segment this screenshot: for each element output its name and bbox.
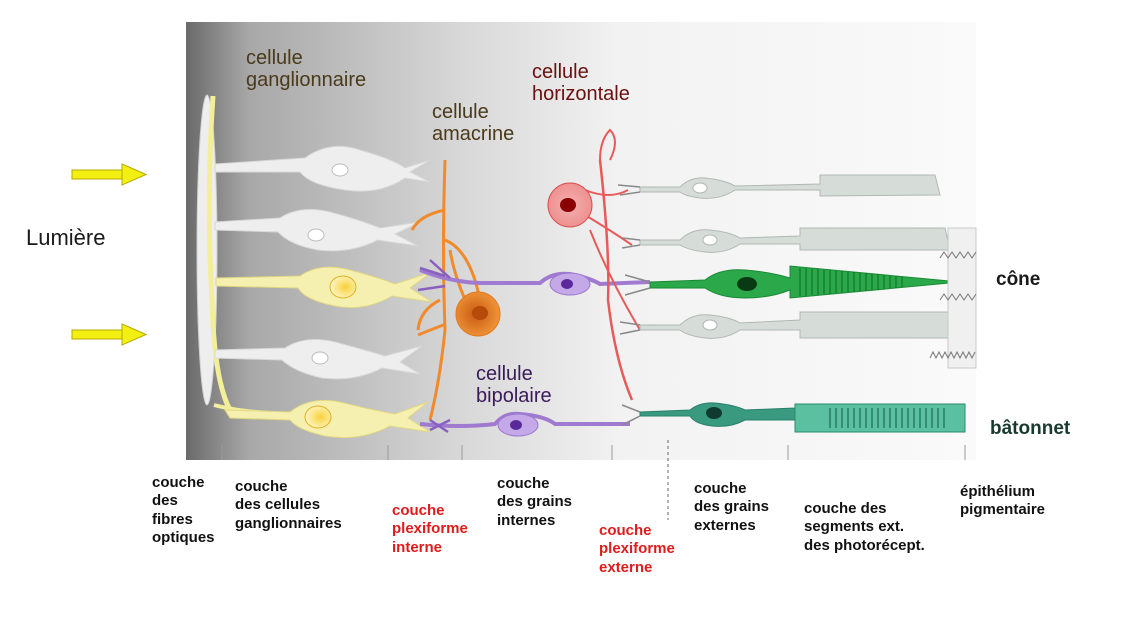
bipolar-cell-lower: [419, 411, 630, 437]
cone-active: [649, 265, 961, 299]
synapse-terminals: [617, 184, 651, 426]
light-label: Lumière: [26, 225, 106, 250]
pigment-epithelium: [929, 227, 977, 369]
rod-active: [639, 402, 966, 433]
cone-label: cône: [996, 269, 1041, 290]
rod-label: bâtonnet: [990, 418, 1071, 439]
bipolar-cell-upper: [417, 259, 651, 296]
light-arrow-top: [71, 163, 148, 186]
layer-label-outer-plexiform: couche plexiforme externe: [599, 522, 675, 576]
horizontal-cell: [547, 128, 641, 401]
ganglion-cell-inactive: [214, 145, 431, 192]
layer-label-inner-plexiform: couche plexiforme interne: [392, 502, 468, 556]
layer-label-pigment-epithelium: épithélium pigmentaire: [960, 483, 1046, 519]
ganglion-cell-active: [224, 399, 431, 439]
layer-label-outer-segments: couche des segments ext. des photorécept…: [804, 500, 925, 554]
layer-label-ganglion-cells: couche des cellules ganglionnaires: [235, 478, 342, 532]
bipolar-cell-label: cellule bipolaire: [476, 363, 552, 408]
horizontal-cell-label: cellule horizontale: [532, 61, 630, 106]
layer-label-inner-nuclear: couche des grains internes: [497, 475, 573, 529]
amacrine-cell-label: cellule amacrine: [432, 101, 515, 146]
bipolar-cells: [417, 259, 651, 437]
layer-label-outer-nuclear: couche des grains externes: [694, 480, 770, 534]
ganglion-cells: [214, 145, 433, 439]
ganglion-cell-inactive: [214, 339, 423, 380]
cone-inactive: [639, 174, 941, 199]
ganglion-cell-inactive: [214, 209, 421, 252]
light-arrow-bottom: [71, 323, 148, 346]
layer-label-optic-fibres: couche des fibres optiques: [152, 474, 215, 546]
ganglion-cell-label: cellule ganglionnaire: [246, 47, 367, 92]
ganglion-cell-active: [215, 266, 433, 309]
layer-ticks: [221, 440, 966, 520]
